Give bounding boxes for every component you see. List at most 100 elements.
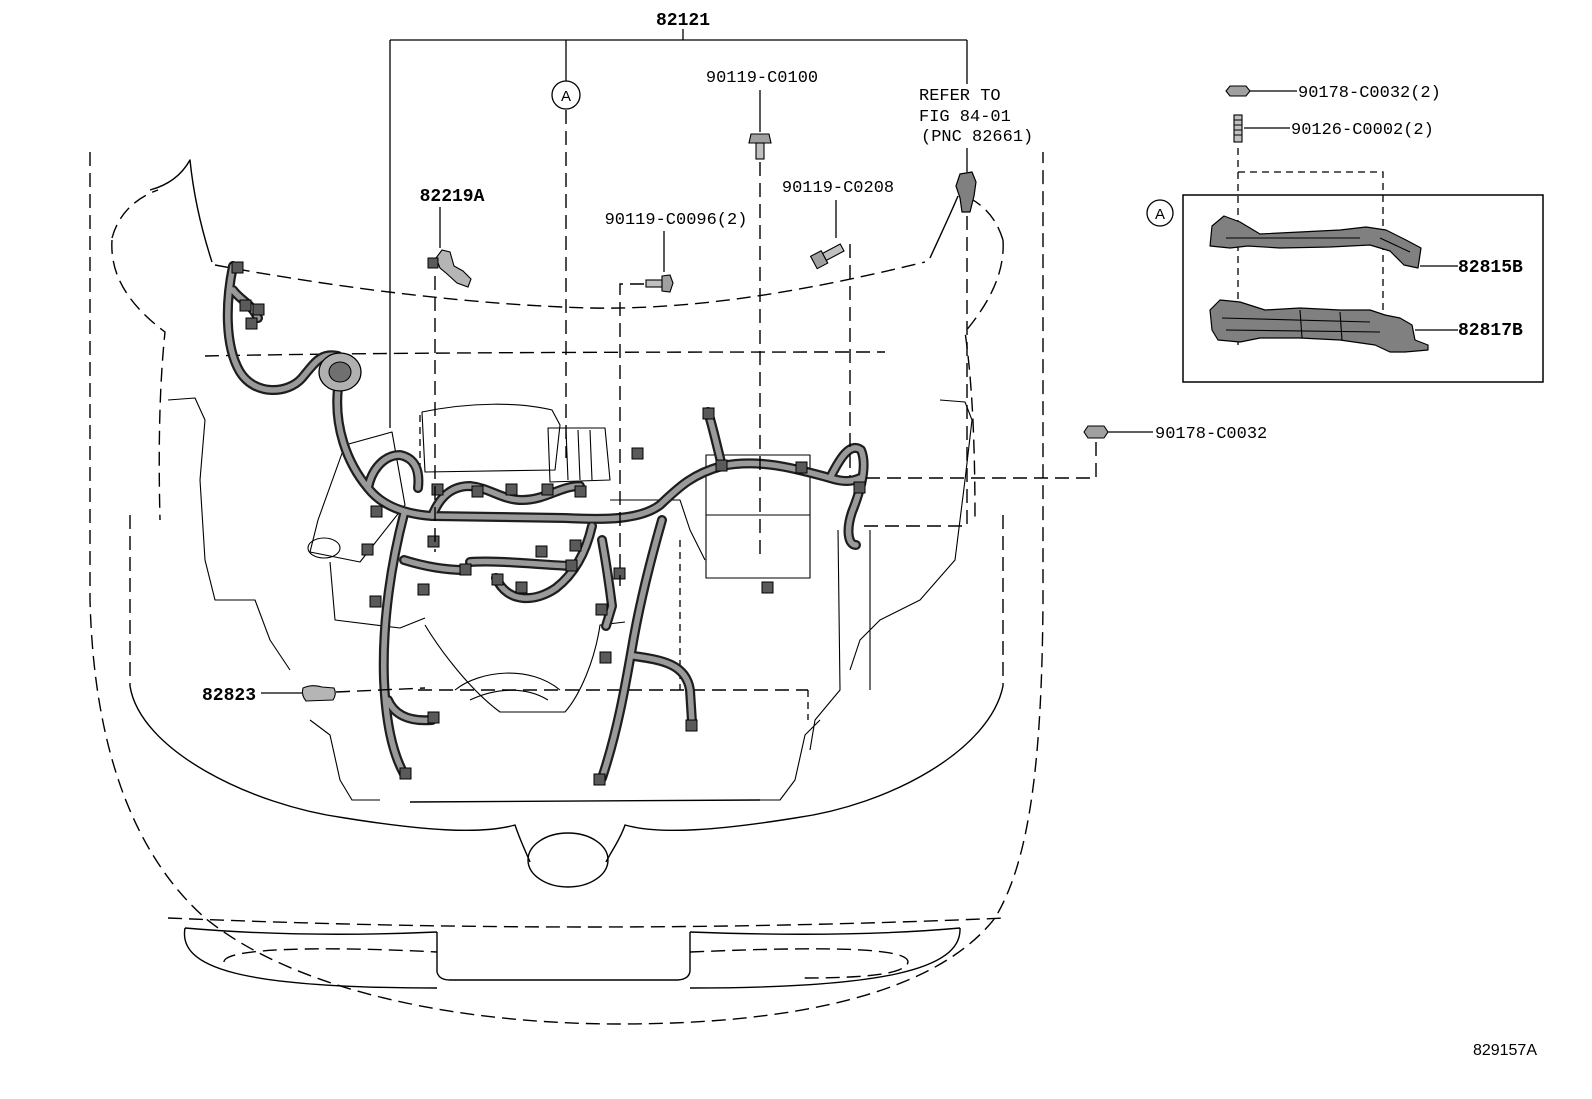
emblem bbox=[527, 832, 609, 888]
right-strut-tower bbox=[849, 399, 973, 671]
detail-a-frame-marker-circle bbox=[1146, 199, 1174, 227]
callout-82823-location bbox=[335, 687, 426, 693]
harness-connector bbox=[239, 299, 252, 312]
detail-a-marker-label: A bbox=[561, 88, 571, 105]
license-plate-area bbox=[436, 932, 691, 981]
cowl-line bbox=[204, 351, 886, 357]
harness-connector bbox=[685, 719, 698, 732]
bolt-icon bbox=[809, 243, 845, 270]
harness-trunk-core bbox=[337, 388, 860, 519]
refer-note: REFER TO FIG 84-01 (PNC 82661) bbox=[862, 87, 1033, 527]
engine-right-side bbox=[610, 499, 706, 561]
harness-connector bbox=[631, 447, 644, 460]
callout-90119-c0208: 90119-C0208 bbox=[782, 179, 894, 476]
harness-connector bbox=[231, 261, 244, 274]
callout-90178-c0032-location bbox=[862, 442, 1097, 479]
harness-connector bbox=[431, 483, 444, 496]
left-fender-edge bbox=[149, 159, 213, 263]
right-fender-apron bbox=[809, 529, 871, 751]
callout-82121-bracket bbox=[389, 29, 968, 428]
callout-90119-c0096-location bbox=[619, 283, 644, 586]
harness-connector bbox=[795, 461, 808, 474]
callout-82823: 82823 bbox=[202, 685, 426, 706]
harness-connector bbox=[427, 711, 440, 724]
harness-connector bbox=[459, 563, 472, 576]
harness-cover-82815b bbox=[1209, 215, 1422, 269]
harness-connector bbox=[417, 583, 430, 596]
harness-protector-82817b-detail bbox=[1221, 309, 1381, 341]
harness-connector bbox=[515, 581, 528, 594]
detail-a-nut-label: 90178-C0032(2) bbox=[1298, 84, 1441, 103]
harness-connector bbox=[702, 407, 715, 420]
right-fender-edge bbox=[929, 195, 959, 259]
callout-90119-c0096: 90119-C0096(2) bbox=[605, 211, 748, 586]
callout-90178-c0032-label: 90178-C0032 bbox=[1155, 425, 1267, 444]
lower-grille bbox=[183, 927, 961, 989]
bumper-upper-line bbox=[167, 917, 1006, 928]
callout-82121-label: 82121 bbox=[656, 11, 710, 31]
harness-branch-center-drop-core bbox=[602, 520, 662, 778]
harness-connector bbox=[491, 573, 504, 586]
harness-connector bbox=[595, 603, 608, 616]
battery-tray bbox=[705, 454, 811, 579]
refer-note-line-3: (PNC 82661) bbox=[921, 128, 1033, 147]
harness-connector bbox=[505, 483, 518, 496]
harness-connector bbox=[427, 535, 440, 548]
clamp-bracket-icon bbox=[427, 249, 472, 288]
upper-grille-left bbox=[344, 817, 531, 863]
refer-note-location bbox=[862, 216, 968, 527]
left-inner-fender bbox=[111, 239, 166, 521]
right-headlamp-lower bbox=[794, 685, 1004, 819]
left-strut-tower bbox=[167, 397, 291, 671]
harness-connector bbox=[565, 559, 578, 572]
oil-pan bbox=[424, 621, 626, 713]
vehicle-structure bbox=[129, 397, 1004, 989]
harness-branch-right-tail bbox=[634, 656, 692, 722]
nut-icon bbox=[1225, 85, 1251, 97]
callout-90178-c0032: 90178-C0032 bbox=[862, 425, 1267, 479]
bolt-icon bbox=[645, 274, 674, 293]
illustration-id: 829157A bbox=[1473, 1042, 1537, 1059]
harness-connector bbox=[361, 543, 374, 556]
harness-trunk bbox=[337, 388, 860, 519]
callout-90119-c0096-label: 90119-C0096(2) bbox=[605, 211, 748, 230]
detail-a-marker-circle bbox=[551, 80, 581, 110]
engine-top bbox=[421, 403, 561, 473]
right-headlamp-inner bbox=[760, 719, 821, 801]
radiator-support bbox=[409, 799, 761, 803]
callout-90119-c0208-label: 90119-C0208 bbox=[782, 179, 894, 198]
intake-pipe bbox=[547, 427, 611, 483]
nut-icon bbox=[1083, 425, 1109, 439]
oil-pan-inner bbox=[454, 672, 561, 701]
harness-connector bbox=[252, 303, 265, 316]
right-inner-fender bbox=[964, 239, 1004, 521]
air-duct bbox=[309, 431, 406, 563]
harness-connector bbox=[541, 483, 554, 496]
harness-connector bbox=[853, 481, 866, 494]
engine-wire-harness bbox=[228, 261, 866, 786]
harness-grommet bbox=[318, 352, 362, 392]
left-headlamp-lower bbox=[129, 685, 346, 819]
vehicle-body-outline bbox=[89, 152, 1044, 1025]
harness-connector bbox=[471, 485, 484, 498]
harness-connectors bbox=[231, 261, 866, 786]
detail-a-cover-label: 82815B bbox=[1458, 258, 1523, 278]
harness-connector bbox=[574, 485, 587, 498]
left-headlamp-inner bbox=[309, 719, 380, 801]
harness-connector bbox=[761, 581, 774, 594]
detail-a: 90178-C0032(2) 90126-C0002(2) A 82815B 8… bbox=[1146, 84, 1544, 383]
bolt-icon bbox=[748, 133, 772, 160]
relay-block-connector bbox=[955, 171, 977, 213]
harness-connector bbox=[369, 595, 382, 608]
engine-block-lower bbox=[329, 561, 426, 629]
detail-a-frame bbox=[1182, 194, 1544, 383]
callout-90119-c0100: 90119-C0100 bbox=[706, 69, 818, 560]
lower-grille-inner bbox=[223, 948, 909, 979]
upper-grille-right bbox=[605, 817, 796, 863]
detail-a-protector-label: 82817B bbox=[1458, 321, 1523, 341]
stud-icon bbox=[1233, 114, 1243, 143]
harness-connector bbox=[599, 651, 612, 664]
harness-connector bbox=[593, 773, 606, 786]
callout-82823-label: 82823 bbox=[202, 686, 256, 706]
callout-82219a: 82219A bbox=[420, 187, 485, 552]
